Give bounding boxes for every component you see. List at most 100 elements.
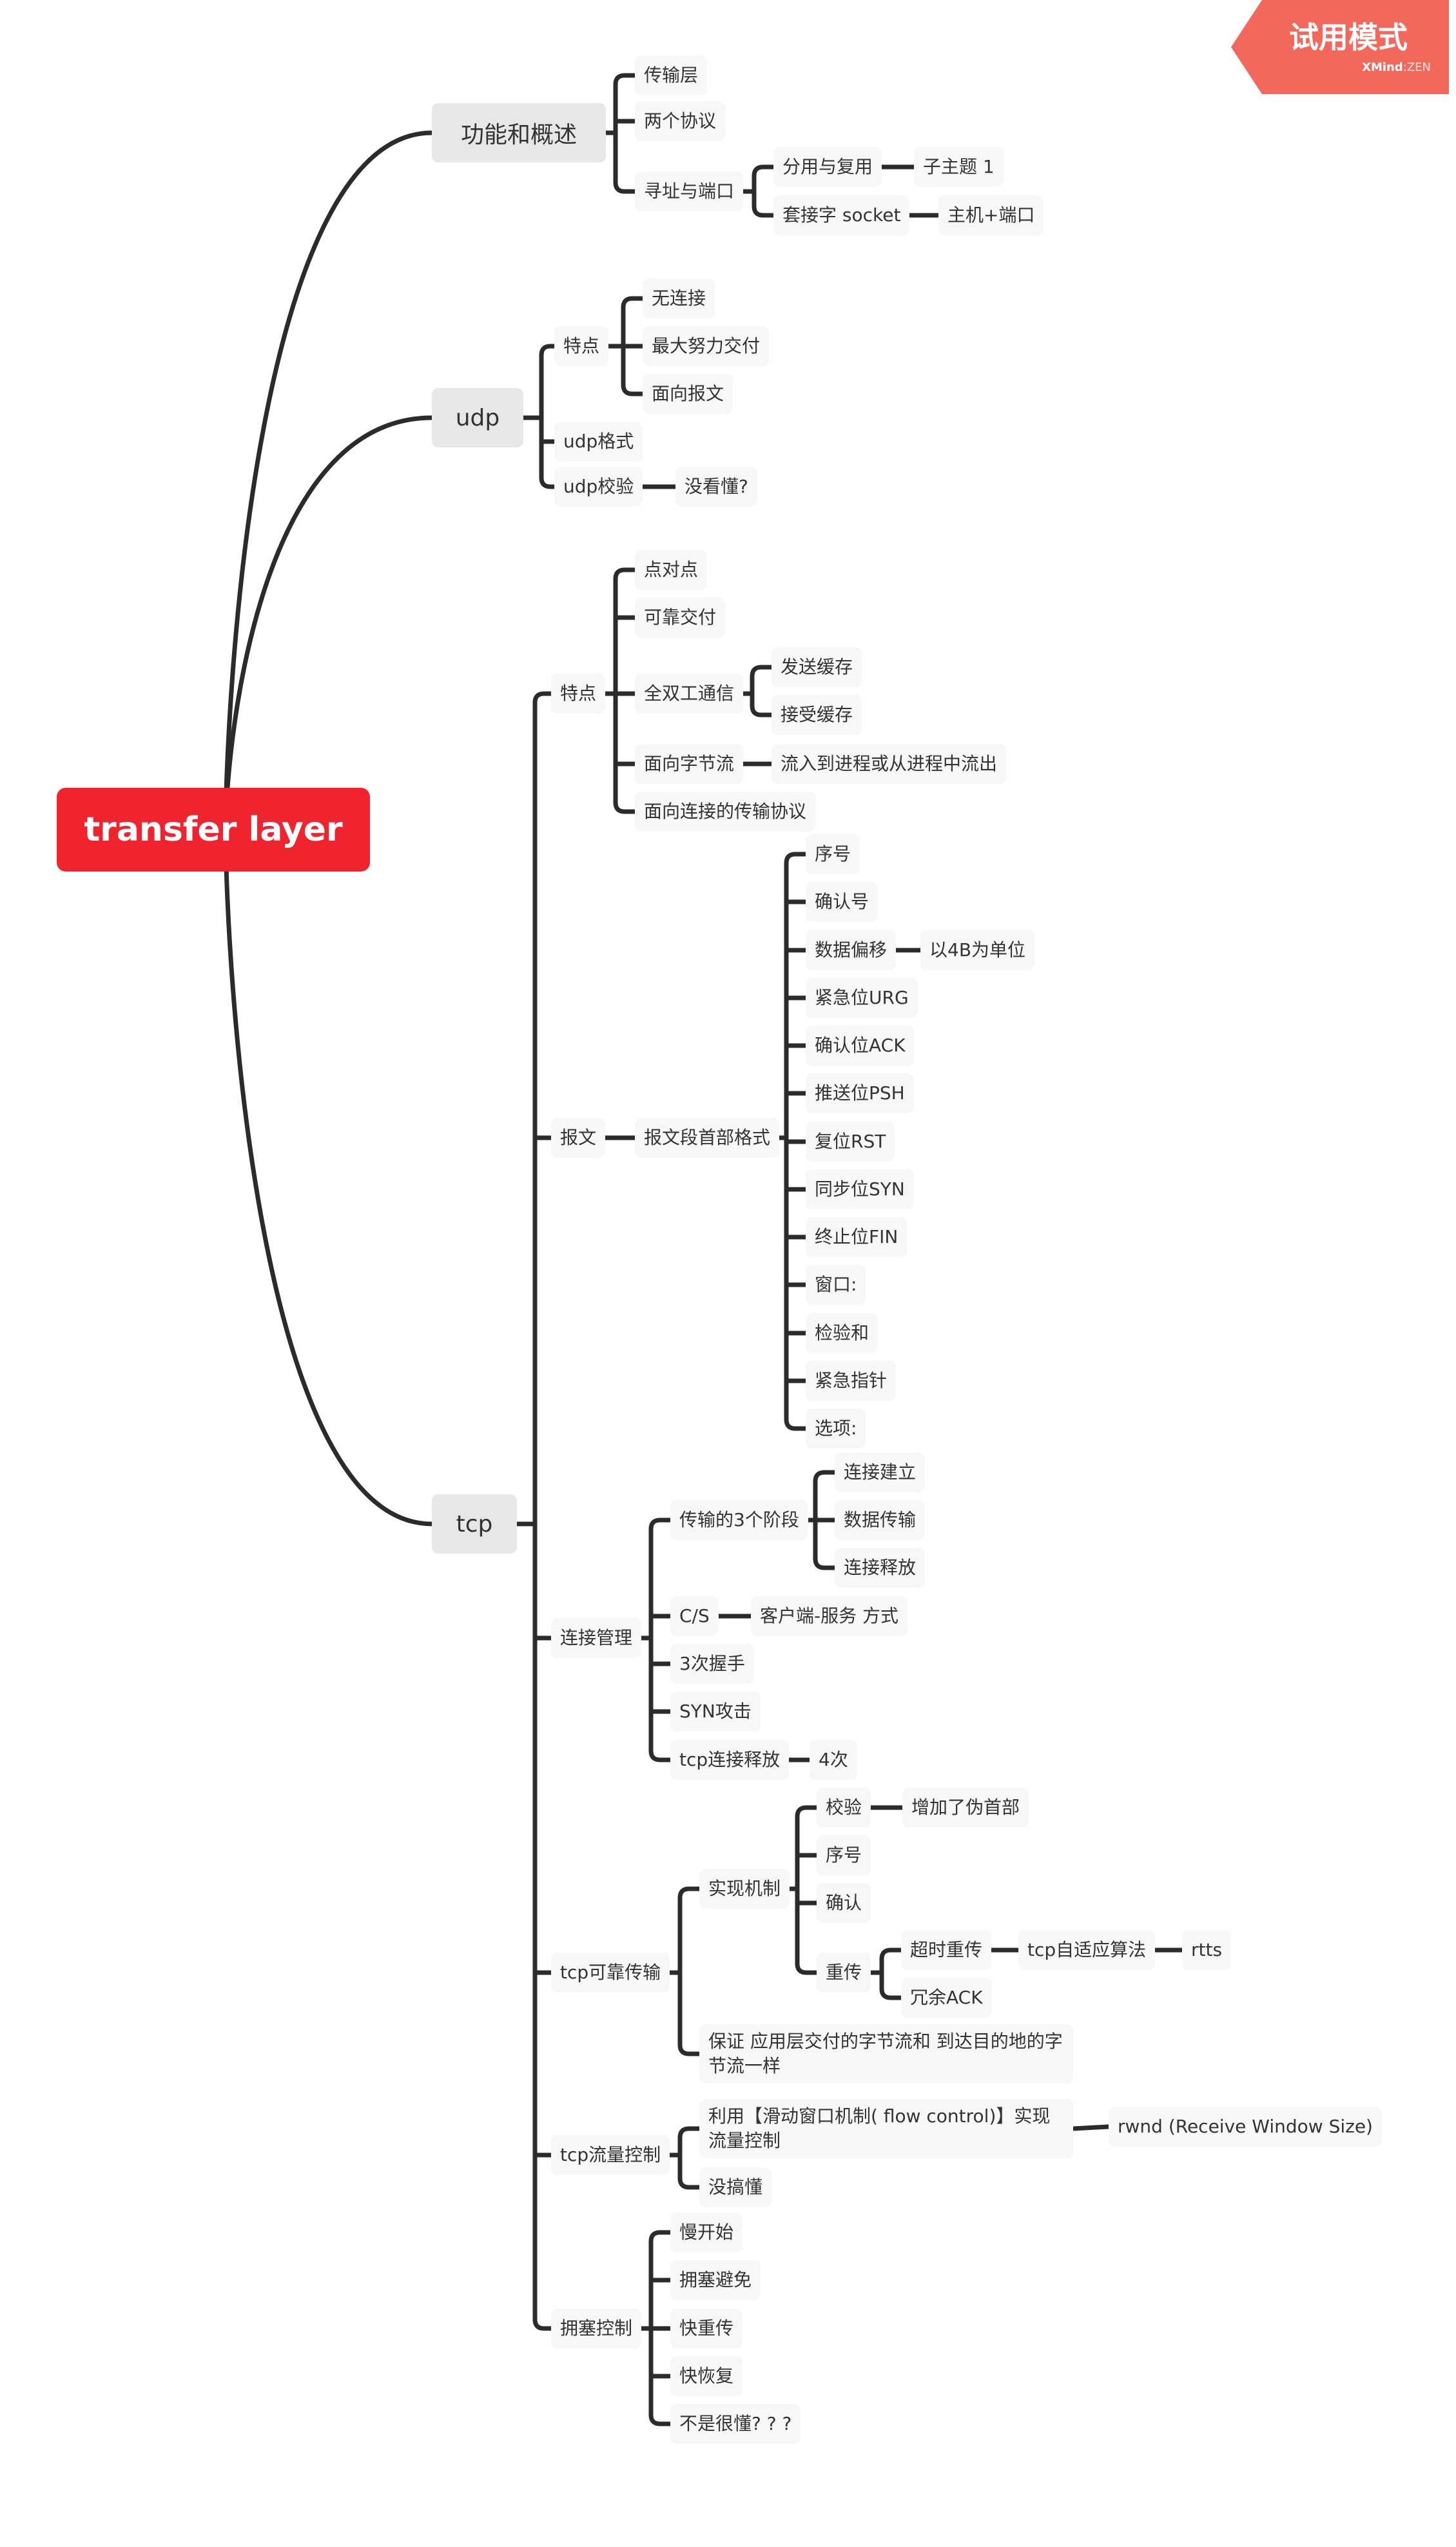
field-ack[interactable]: 确认位ACK bbox=[806, 1026, 915, 1066]
mechanism-verify[interactable]: 校验 bbox=[817, 1788, 871, 1828]
tcp-connection-management[interactable]: 连接管理 bbox=[551, 1618, 642, 1658]
field-ack-number[interactable]: 确认号 bbox=[806, 882, 878, 922]
field-sequence-number[interactable]: 序号 bbox=[806, 834, 860, 874]
node-addressing-port[interactable]: 寻址与端口 bbox=[635, 171, 744, 211]
tcp-congestion-control[interactable]: 拥塞控制 bbox=[551, 2308, 642, 2348]
congestion-fast-retransmit[interactable]: 快重传 bbox=[670, 2308, 743, 2348]
retransmit-timeout[interactable]: 超时重传 bbox=[901, 1930, 992, 1970]
tcp-send-buffer[interactable]: 发送缓存 bbox=[772, 647, 862, 687]
field-rst[interactable]: 复位RST bbox=[806, 1122, 895, 1162]
flow-branch-0 bbox=[677, 2126, 702, 2140]
udp-branch-0 bbox=[539, 344, 557, 358]
field-fin[interactable]: 终止位FIN bbox=[806, 1217, 908, 1257]
tcp-segment[interactable]: 报文 bbox=[551, 1118, 606, 1158]
node-host-port[interactable]: 主机+端口 bbox=[938, 195, 1044, 235]
node-two-protocols[interactable]: 两个协议 bbox=[635, 101, 726, 141]
tcp-reliable-delivery[interactable]: 可靠交付 bbox=[635, 598, 726, 638]
retransmit-rtts[interactable]: rtts bbox=[1182, 1930, 1232, 1970]
brand-name: XMind bbox=[1362, 61, 1403, 74]
trial-mode-badge[interactable]: 试用模式 XMind:ZEN bbox=[1231, 0, 1449, 94]
mechanism-branch-0 bbox=[795, 1805, 819, 1819]
mechanism-retransmit[interactable]: 重传 bbox=[817, 1953, 871, 1993]
retransmit-dup-ack[interactable]: 冗余ACK bbox=[901, 1978, 992, 2018]
field-options[interactable]: 选项: bbox=[806, 1409, 866, 1449]
flow-sliding-window[interactable]: 利用【滑动窗口机制( flow control)】实现流量控制 bbox=[699, 2099, 1073, 2158]
conn-client-server-note[interactable]: 客户端-服务 方式 bbox=[751, 1596, 908, 1636]
connection-branch-0 bbox=[648, 1517, 673, 1532]
field-data-offset[interactable]: 数据偏移 bbox=[806, 930, 897, 970]
congestion-question[interactable]: 不是很懂? ? ? bbox=[670, 2404, 801, 2444]
congestion-fast-recovery[interactable]: 快恢复 bbox=[670, 2356, 743, 2396]
udp-features-branch-0 bbox=[621, 296, 645, 310]
tcp-connection-oriented[interactable]: 面向连接的传输协议 bbox=[635, 792, 816, 832]
udp-checksum[interactable]: udp校验 bbox=[554, 467, 643, 507]
congestion-slow-start[interactable]: 慢开始 bbox=[670, 2212, 743, 2252]
conn-three-way-handshake[interactable]: 3次握手 bbox=[670, 1644, 754, 1684]
reliable-mechanism[interactable]: 实现机制 bbox=[699, 1869, 790, 1909]
retransmit-adaptive-algorithm[interactable]: tcp自适应算法 bbox=[1018, 1930, 1156, 1970]
node-transport-layer[interactable]: 传输层 bbox=[635, 55, 708, 95]
conn-syn-attack[interactable]: SYN攻击 bbox=[670, 1692, 761, 1732]
addressing-branch-1 bbox=[752, 204, 776, 218]
reliable-branch-1 bbox=[677, 2042, 702, 2056]
flow-unclear[interactable]: 没搞懂 bbox=[699, 2167, 772, 2207]
udp-checksum-note[interactable]: 没看懂? bbox=[675, 467, 757, 507]
topic-tcp[interactable]: tcp bbox=[432, 1494, 517, 1554]
duplex-branch-0 bbox=[750, 665, 774, 679]
conn-release[interactable]: 连接释放 bbox=[835, 1548, 926, 1588]
field-syn[interactable]: 同步位SYN bbox=[806, 1169, 914, 1209]
udp-format[interactable]: udp格式 bbox=[554, 422, 643, 462]
node-subtopic-1[interactable]: 子主题 1 bbox=[914, 147, 1004, 187]
flow-rwnd[interactable]: rwnd (Receive Window Size) bbox=[1109, 2107, 1382, 2147]
topic-udp[interactable]: udp bbox=[432, 388, 523, 447]
udp-best-effort[interactable]: 最大努力交付 bbox=[643, 326, 770, 366]
reliable-guarantee[interactable]: 保证 应用层交付的字节流和 到达目的地的字节流一样 bbox=[699, 2024, 1073, 2083]
root-topic[interactable]: transfer layer bbox=[57, 788, 370, 872]
tcp-byte-stream-note[interactable]: 流入到进程或从进程中流出 bbox=[772, 744, 1007, 784]
conn-four-way[interactable]: 4次 bbox=[810, 1740, 857, 1780]
node-mux-demux[interactable]: 分用与复用 bbox=[773, 147, 882, 187]
field-psh[interactable]: 推送位PSH bbox=[806, 1073, 914, 1113]
udp-features[interactable]: 特点 bbox=[554, 326, 609, 366]
tcp-features-branch-0 bbox=[613, 567, 637, 581]
node-socket[interactable]: 套接字 socket bbox=[773, 195, 910, 235]
tcp-header-format[interactable]: 报文段首部格式 bbox=[635, 1118, 780, 1158]
mechanism-pseudo-header[interactable]: 增加了伪首部 bbox=[902, 1788, 1029, 1828]
mechanism-confirm[interactable]: 确认 bbox=[817, 1883, 871, 1923]
brand-edition: ZEN bbox=[1406, 61, 1431, 74]
topic-overview[interactable]: 功能和概述 bbox=[432, 103, 606, 162]
tcp-branch-5 bbox=[532, 2317, 554, 2331]
field-urg[interactable]: 紧急位URG bbox=[806, 978, 918, 1018]
root-tcp-curve bbox=[223, 827, 434, 1527]
tcp-branch-0 bbox=[532, 691, 554, 705]
trial-mode-label: 试用模式 bbox=[1289, 20, 1408, 55]
conn-tcp-release[interactable]: tcp连接释放 bbox=[670, 1740, 790, 1780]
tcp-features[interactable]: 特点 bbox=[551, 674, 606, 714]
tcp-flow-control[interactable]: tcp流量控制 bbox=[551, 2135, 670, 2175]
tcp-receive-buffer[interactable]: 接受缓存 bbox=[772, 695, 862, 735]
field-window[interactable]: 窗口: bbox=[806, 1265, 866, 1305]
udp-branch-2 bbox=[539, 475, 557, 489]
tcp-full-duplex[interactable]: 全双工通信 bbox=[635, 674, 744, 714]
udp-connectionless[interactable]: 无连接 bbox=[643, 278, 715, 318]
conn-three-phases[interactable]: 传输的3个阶段 bbox=[670, 1500, 808, 1540]
tcp-byte-stream[interactable]: 面向字节流 bbox=[635, 744, 744, 784]
tcp-reliable-transmission[interactable]: tcp可靠传输 bbox=[551, 1953, 670, 1993]
brand-logo: XMind:ZEN bbox=[1362, 61, 1431, 74]
conn-data-transfer[interactable]: 数据传输 bbox=[835, 1500, 926, 1540]
tcp-point-to-point[interactable]: 点对点 bbox=[635, 550, 708, 590]
addressing-branch-0 bbox=[752, 164, 776, 179]
field-checksum[interactable]: 检验和 bbox=[806, 1313, 878, 1353]
conn-client-server[interactable]: C/S bbox=[670, 1596, 719, 1636]
conn-establish[interactable]: 连接建立 bbox=[835, 1452, 926, 1492]
phases-branch-0 bbox=[813, 1470, 837, 1484]
overview-branch-2 bbox=[613, 180, 637, 194]
mechanism-branch-3 bbox=[795, 1961, 819, 1975]
udp-message-oriented[interactable]: 面向报文 bbox=[643, 374, 733, 414]
retransmit-branch-0 bbox=[879, 1947, 904, 1962]
mechanism-sequence[interactable]: 序号 bbox=[817, 1835, 871, 1875]
field-urgent-pointer[interactable]: 紧急指针 bbox=[806, 1361, 897, 1401]
congestion-branch-0 bbox=[648, 2230, 673, 2244]
field-data-offset-note[interactable]: 以4B为单位 bbox=[920, 930, 1035, 970]
congestion-avoidance[interactable]: 拥塞避免 bbox=[670, 2260, 761, 2300]
